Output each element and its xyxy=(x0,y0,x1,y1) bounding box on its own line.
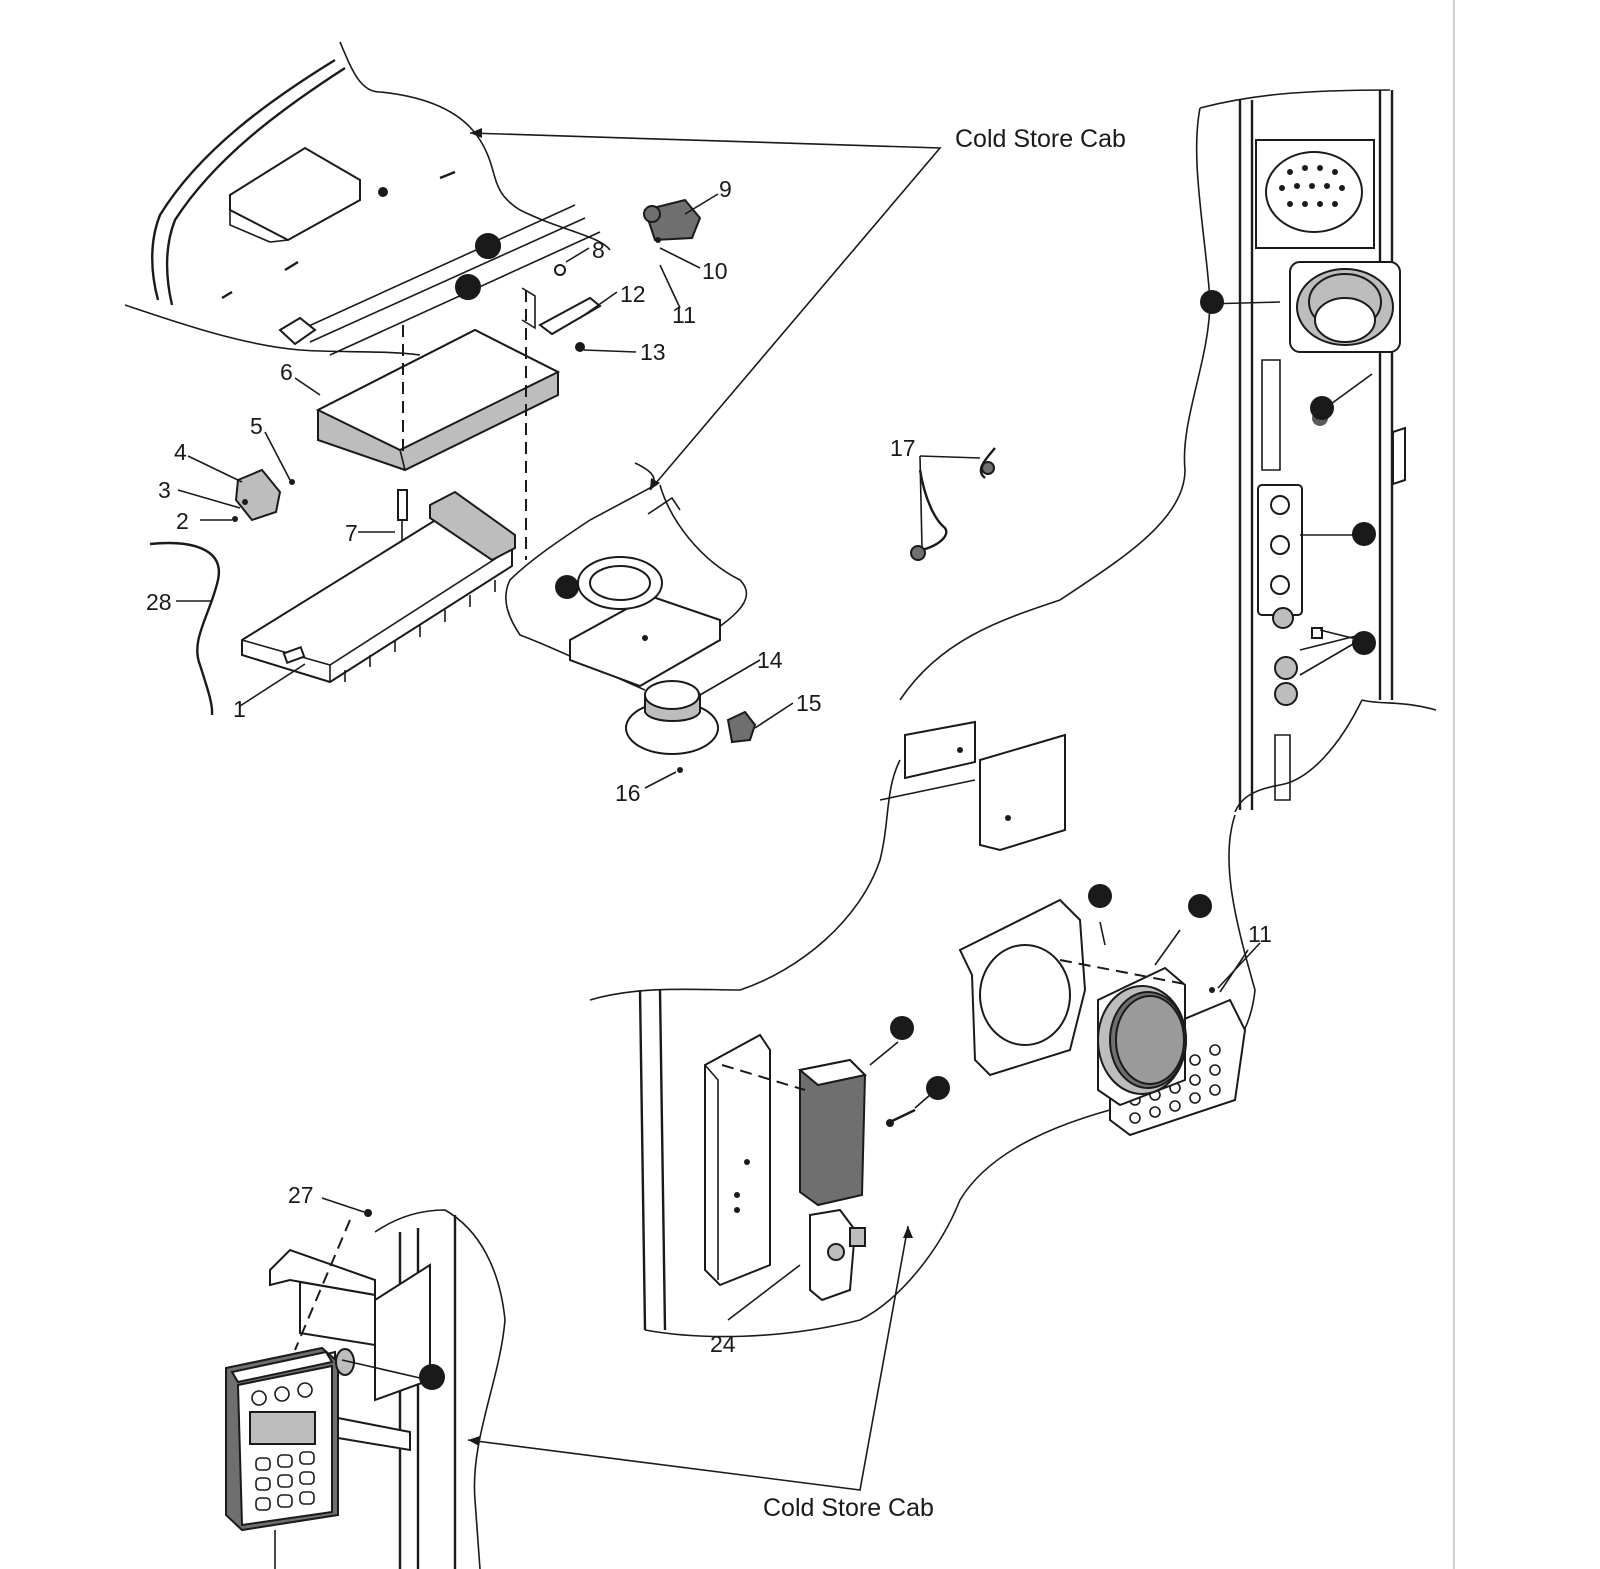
part-label-8: 8 xyxy=(592,237,605,263)
caption-cold-store-cab-bottom: Cold Store Cab xyxy=(763,1494,934,1522)
part-16-screw xyxy=(677,767,683,773)
part-label-11-top: 11 xyxy=(672,302,696,328)
part-label-11-bottom: 11 xyxy=(1248,921,1272,947)
cab-base-section xyxy=(505,462,748,691)
callout-bubble xyxy=(456,275,480,299)
part-6-cover xyxy=(315,328,561,472)
leader-arrow xyxy=(650,478,660,490)
part-label-28: 28 xyxy=(146,589,172,615)
part-label-14: 14 xyxy=(757,647,783,673)
part-28-cable xyxy=(149,541,221,716)
part-label-2: 2 xyxy=(176,508,189,534)
part-label-1: 1 xyxy=(233,696,246,722)
part-label-24: 24 xyxy=(710,1331,736,1357)
part-1-tray xyxy=(241,490,516,684)
part-label-16: 16 xyxy=(615,780,641,806)
leader-arrow xyxy=(468,1436,480,1446)
callout-bubble xyxy=(477,234,501,258)
part-label-12: 12 xyxy=(620,281,646,307)
part-label-3: 3 xyxy=(158,477,171,503)
part-label-7: 7 xyxy=(345,520,358,546)
part-label-6: 6 xyxy=(280,359,293,385)
part-label-9: 9 xyxy=(719,176,732,202)
leader-arrow xyxy=(903,1226,913,1238)
leader-arrow xyxy=(470,128,482,138)
part-17-cable xyxy=(910,447,996,561)
cab-pillar-section xyxy=(899,89,1437,813)
parts-2-5-bracket xyxy=(232,468,295,522)
keypad-section xyxy=(225,1209,506,1569)
leader-lines xyxy=(176,132,1261,1491)
part-label-15: 15 xyxy=(796,690,822,716)
part-label-13: 13 xyxy=(640,339,666,365)
caption-cold-store-cab-top: Cold Store Cab xyxy=(955,125,1126,153)
part-label-4: 4 xyxy=(174,439,187,465)
parts-8-13-hardware xyxy=(521,198,702,352)
speaker-assembly xyxy=(589,759,1256,1338)
part-label-17: 17 xyxy=(890,435,916,461)
module-assembly xyxy=(704,1016,950,1302)
part-14-grommet xyxy=(625,680,719,755)
part-label-5: 5 xyxy=(250,413,263,439)
callout-bubble xyxy=(555,575,579,599)
part-15-clip xyxy=(726,710,757,744)
mounting-bracket xyxy=(879,720,1066,852)
part-label-27: 27 xyxy=(288,1182,314,1208)
part-7-stud xyxy=(397,489,408,540)
part-label-10: 10 xyxy=(702,258,728,284)
cab-roof-section xyxy=(124,41,611,356)
